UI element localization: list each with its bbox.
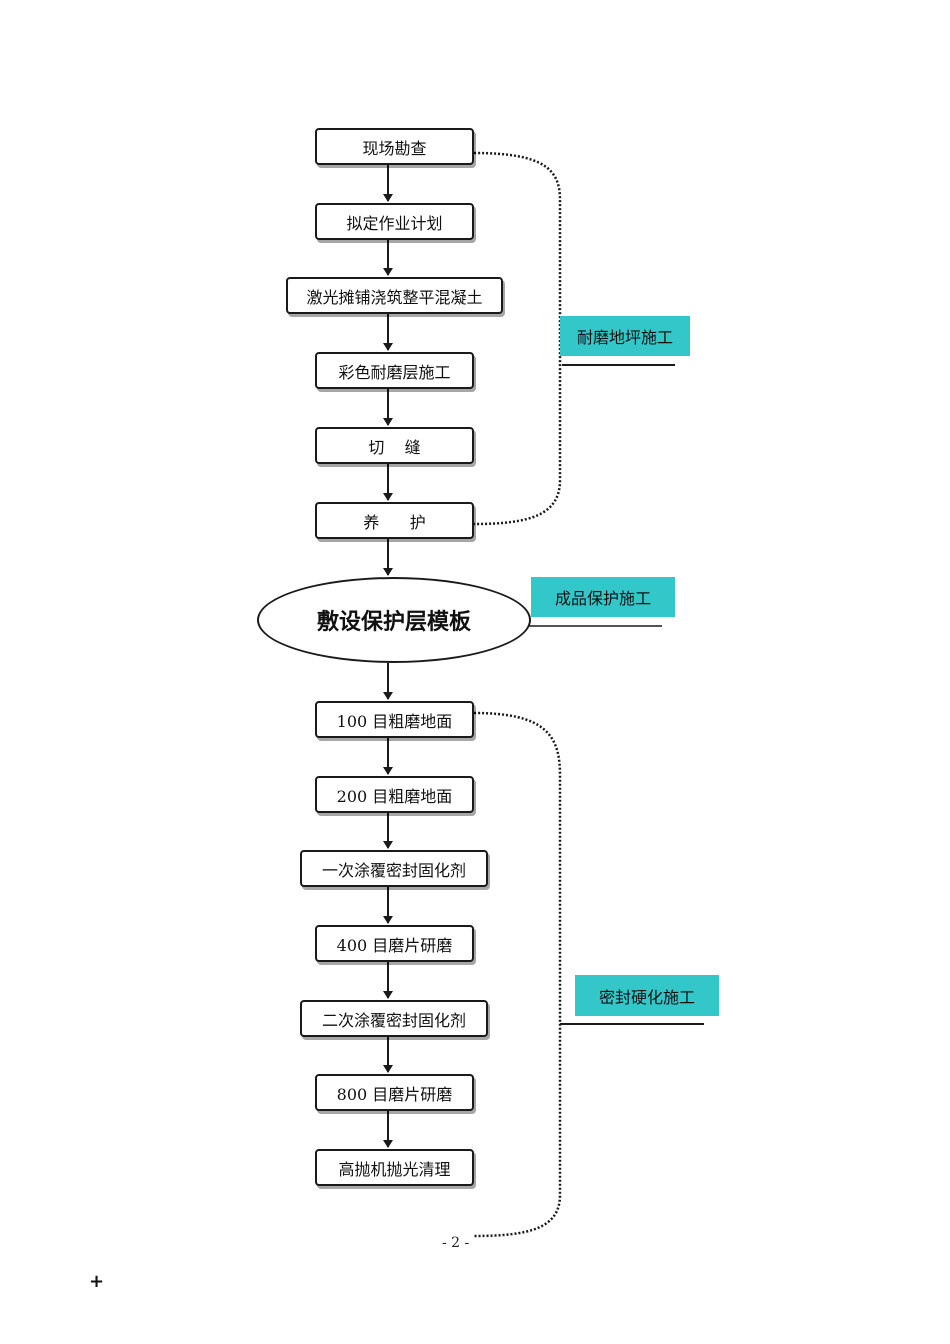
step-polish-400: 400 目磨片研磨 (315, 925, 474, 962)
step-polish-800: 800 目磨片研磨 (315, 1074, 474, 1111)
step-seal-coat-2: 二次涂覆密封固化剂 (300, 1000, 488, 1037)
step-grind-200: 200 目粗磨地面 (315, 776, 474, 813)
step-grind-100: 100 目粗磨地面 (315, 701, 474, 738)
step-laser-screed: 激光摊铺浇筑整平混凝土 (286, 277, 503, 314)
step-work-plan: 拟定作业计划 (315, 203, 474, 240)
center-protective-layer: 敷设保护层模板 (257, 577, 531, 663)
step-curing: 养 护 (315, 502, 474, 539)
step-seal-coat-1: 一次涂覆密封固化剂 (300, 850, 488, 887)
tag-product-protection: 成品保护施工 (531, 577, 675, 617)
step-cut-joints: 切 缝 (315, 427, 474, 464)
tag-seal-harden: 密封硬化施工 (575, 975, 719, 1016)
step-high-speed-polish: 高抛机抛光清理 (315, 1149, 474, 1186)
tag-wear-floor: 耐磨地坪施工 (560, 316, 690, 356)
bracket-wear-floor (473, 151, 562, 526)
plus-mark: + (89, 1271, 105, 1292)
step-site-survey: 现场勘查 (315, 128, 474, 165)
page-number: - 2 - (442, 1235, 470, 1251)
step-color-wear-layer: 彩色耐磨层施工 (315, 352, 474, 389)
bracket-seal-harden (473, 711, 562, 1238)
